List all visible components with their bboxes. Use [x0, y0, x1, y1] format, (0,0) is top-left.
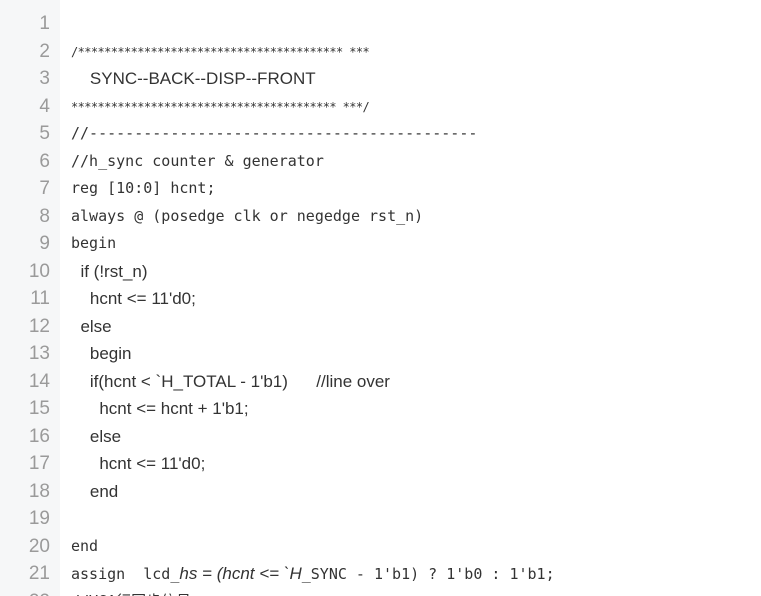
code-line: 1: [0, 10, 761, 37]
code-token: /***************************************…: [71, 44, 370, 59]
line-number-gutter: [0, 0, 60, 596]
code-line: 20 end: [0, 533, 761, 560]
code-line: 4 ***************************************…: [0, 93, 761, 120]
code-token: hcnt <= 11'd0;: [71, 454, 206, 473]
code-token: hcnt <= 11'd0;: [71, 289, 196, 308]
line-number: 10: [28, 260, 50, 282]
code-line: 14 if(hcnt < `H_TOTAL - 1'b1) //line ove…: [0, 368, 761, 395]
code-line: 17 hcnt <= 11'd0;: [0, 450, 761, 477]
line-text: always @ (posedge clk or negedge rst_n): [71, 203, 423, 230]
code-line: 8 always @ (posedge clk or negedge rst_n): [0, 203, 761, 230]
code-token: SYNC--BACK--DISP--FRONT: [71, 69, 316, 88]
code-token: //h_sync counter & generator: [71, 151, 324, 170]
line-number: 9: [39, 233, 50, 254]
code-token: else: [71, 426, 122, 446]
line-number: 17: [28, 453, 50, 474]
line-number: 11: [30, 288, 50, 309]
code-token: //--------------------------------------…: [71, 124, 478, 142]
code-token: end: [71, 536, 99, 555]
line-text: ****************************************…: [71, 93, 370, 121]
line-text: SYNC--BACK--DISP--FRONT: [71, 65, 316, 93]
line-number: 16: [28, 425, 50, 447]
code-token: hcnt <= hcnt + 1'b1;: [71, 399, 249, 418]
line-text: hcnt <= hcnt + 1'b1;: [71, 395, 249, 423]
line-number: 13: [28, 343, 50, 364]
code-line: 12 else: [0, 313, 761, 340]
code-token: _SYNC - 1'b1) ? 1'b0 : 1'b1;: [301, 565, 555, 583]
code-line: 7 reg [10:0] hcnt;: [0, 175, 761, 202]
line-text: //h_sync counter & generator: [71, 148, 324, 175]
code-line: 9 begin: [0, 230, 761, 257]
line-number: 22: [0, 588, 50, 596]
code-line: 21 assign lcd_hs = (hcnt <= `H_SYNC - 1'b…: [0, 560, 761, 587]
code-token: end: [71, 481, 119, 501]
code-token: ****************************************…: [71, 99, 370, 114]
code-line: 19: [0, 505, 761, 532]
code-line: 11 hcnt <= 11'd0;: [0, 285, 761, 312]
code-token: always @ (posedge clk or negedge rst_n): [71, 206, 424, 225]
line-text: if (!rst_n): [71, 258, 148, 286]
line-number: 19: [28, 508, 50, 529]
line-number: 15: [28, 398, 50, 419]
code-line: 10 if (!rst_n): [0, 258, 761, 285]
code-line: 2 /**************************************…: [0, 38, 761, 65]
line-text: hcnt <= 11'd0;: [71, 450, 205, 478]
code-line: 13 begin: [0, 340, 761, 367]
line-text: else: [71, 423, 121, 451]
line-number: 5: [39, 123, 50, 144]
line-number: 12: [28, 315, 50, 337]
code-token: begin: [71, 344, 132, 363]
line-text: else: [71, 313, 112, 341]
line-text: end: [71, 478, 118, 506]
line-number: 6: [39, 150, 50, 172]
code-token: if (!rst_n): [71, 261, 148, 281]
line-text: //VGA行同步信号: [71, 588, 191, 596]
code-token: reg [10:0] hcnt;: [71, 179, 216, 197]
code-token: begin: [71, 234, 117, 252]
code-line: 18 end: [0, 478, 761, 505]
code-line: 16 else: [0, 423, 761, 450]
line-number: 8: [39, 205, 50, 227]
line-number: 14: [28, 370, 50, 392]
line-text: begin: [71, 230, 116, 257]
line-text: end: [71, 533, 98, 560]
code-token: //VGA行同步信号: [71, 592, 191, 596]
line-text: assign lcd_hs = (hcnt <= `H_SYNC - 1'b1)…: [71, 560, 555, 588]
code-line: 22 //VGA行同步信号: [0, 588, 761, 596]
line-text: //--------------------------------------…: [71, 120, 477, 147]
line-number: 21: [28, 563, 50, 584]
line-number: 2: [39, 40, 50, 62]
line-number: 3: [39, 68, 50, 89]
line-number: 20: [28, 535, 50, 557]
line-number: 7: [39, 178, 50, 199]
code-line: 5 //-------------------------------------…: [0, 120, 761, 147]
code-token: else: [71, 316, 112, 336]
line-text: hcnt <= 11'd0;: [71, 285, 196, 313]
code-token: hs = (hcnt <= `H: [179, 564, 302, 583]
line-text: /***************************************…: [71, 38, 370, 66]
code-line: 6 //h_sync counter & generator: [0, 148, 761, 175]
code-line: 3 SYNC--BACK--DISP--FRONT: [0, 65, 761, 92]
line-text: if(hcnt < `H_TOTAL - 1'b1) //line over: [71, 368, 390, 396]
code-token: if(hcnt < `H_TOTAL - 1'b1) //line over: [71, 371, 390, 391]
line-text: begin: [71, 340, 132, 368]
code-line: 15 hcnt <= hcnt + 1'b1;: [0, 395, 761, 422]
line-number: 18: [28, 480, 50, 502]
line-number: 1: [39, 13, 50, 34]
code-token: assign lcd_: [71, 565, 180, 583]
line-text: reg [10:0] hcnt;: [71, 175, 216, 202]
line-number: 4: [39, 95, 50, 117]
